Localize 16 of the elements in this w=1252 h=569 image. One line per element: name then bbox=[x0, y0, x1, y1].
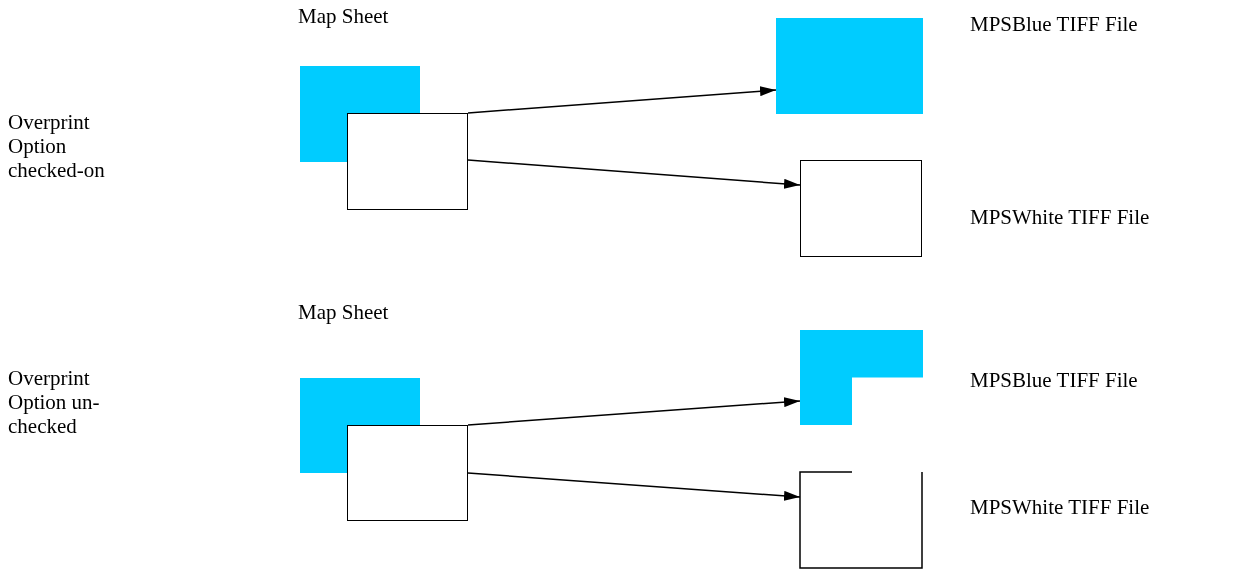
arrow bbox=[467, 472, 801, 501]
sheet-square bbox=[347, 425, 468, 521]
file-label: MPSBlue TIFF File bbox=[970, 12, 1138, 36]
file-label: MPSWhite TIFF File bbox=[970, 205, 1150, 229]
sheet-square bbox=[347, 113, 468, 210]
sheet-square bbox=[800, 160, 922, 257]
color-square bbox=[776, 18, 923, 114]
file-label: MPSWhite TIFF File bbox=[970, 495, 1150, 519]
arrow bbox=[467, 159, 801, 189]
sheet-label: Map Sheet bbox=[298, 300, 389, 324]
arrow bbox=[467, 86, 777, 114]
arrow bbox=[467, 397, 801, 426]
option-label: Overprint Option checked-on bbox=[8, 110, 106, 182]
file-label: MPSBlue TIFF File bbox=[970, 368, 1138, 392]
sheet-label: Map Sheet bbox=[298, 4, 389, 28]
option-label: Overprint Option un-checked bbox=[8, 366, 101, 438]
